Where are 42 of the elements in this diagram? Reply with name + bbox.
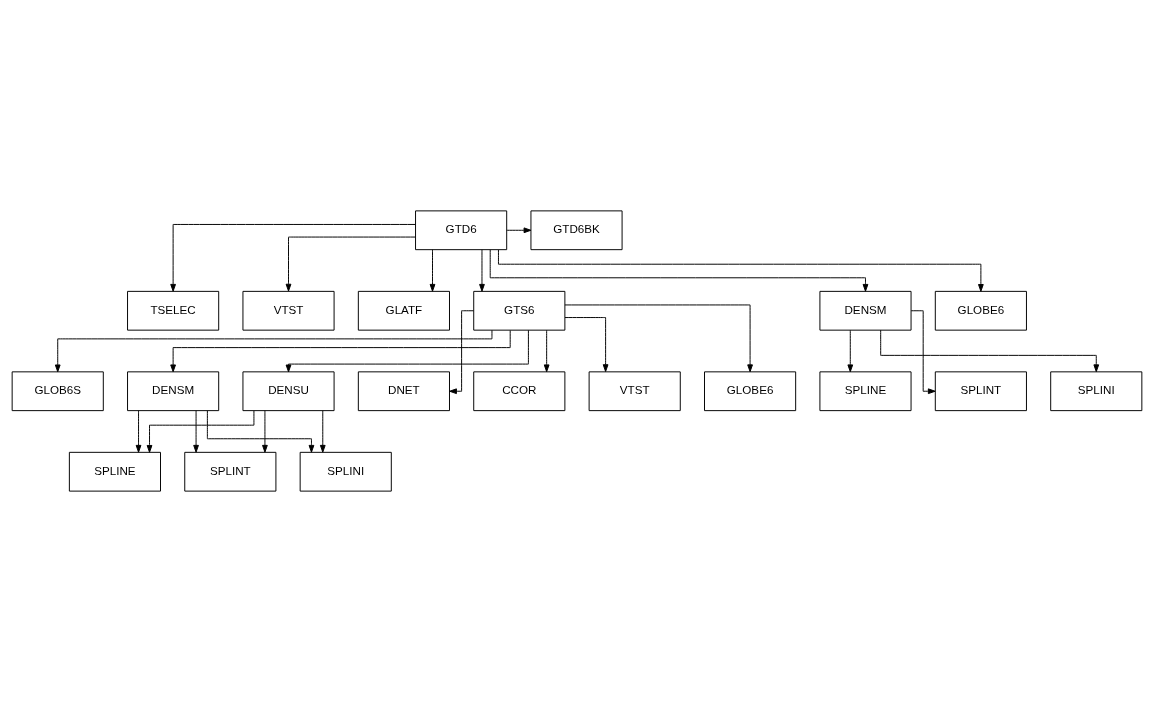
arrow [506,227,532,234]
node-box: DENSU [242,371,335,412]
arrow [262,410,268,453]
node-box: VTST [242,290,335,331]
node-box: GLATF [357,290,450,331]
arrow [146,410,255,453]
arrow [170,330,511,373]
arrow [285,329,529,373]
node-box: TSELEC [127,290,220,331]
arrow [54,329,493,373]
arrow [564,317,609,372]
arrow [206,410,315,453]
arrow [564,304,753,373]
node-box: VTST [588,371,681,412]
node-box: SPLINE [819,371,912,412]
node-box: SPLINT [934,371,1027,412]
arrow [489,249,869,292]
arrow [193,410,199,453]
arrow [847,329,854,373]
node-box: SPLINI [299,451,392,492]
arrow [319,410,326,453]
arrow [543,329,550,373]
node-box: DENSM [819,290,912,331]
node-box: CCOR [473,371,566,412]
arrow [170,223,416,292]
arrow [429,249,436,292]
node-box: GTD6 [415,210,508,251]
node-box: GLOBE6 [934,290,1027,331]
node-box: GLOBE6 [704,371,797,412]
node-box: GLOB6S [11,371,104,412]
arrow [285,236,416,292]
arrow [497,249,984,292]
node-box: SPLINT [184,451,277,492]
arrow [880,329,1100,373]
node-box: GTS6 [473,290,566,331]
node-box: SPLINI [1050,371,1143,412]
arrow [135,410,142,453]
arrow [479,249,485,292]
node-box: GTD6BK [530,210,623,251]
node-box: SPLINE [68,451,161,492]
node-box: DNET [357,371,450,412]
node-box: DENSM [127,371,220,412]
